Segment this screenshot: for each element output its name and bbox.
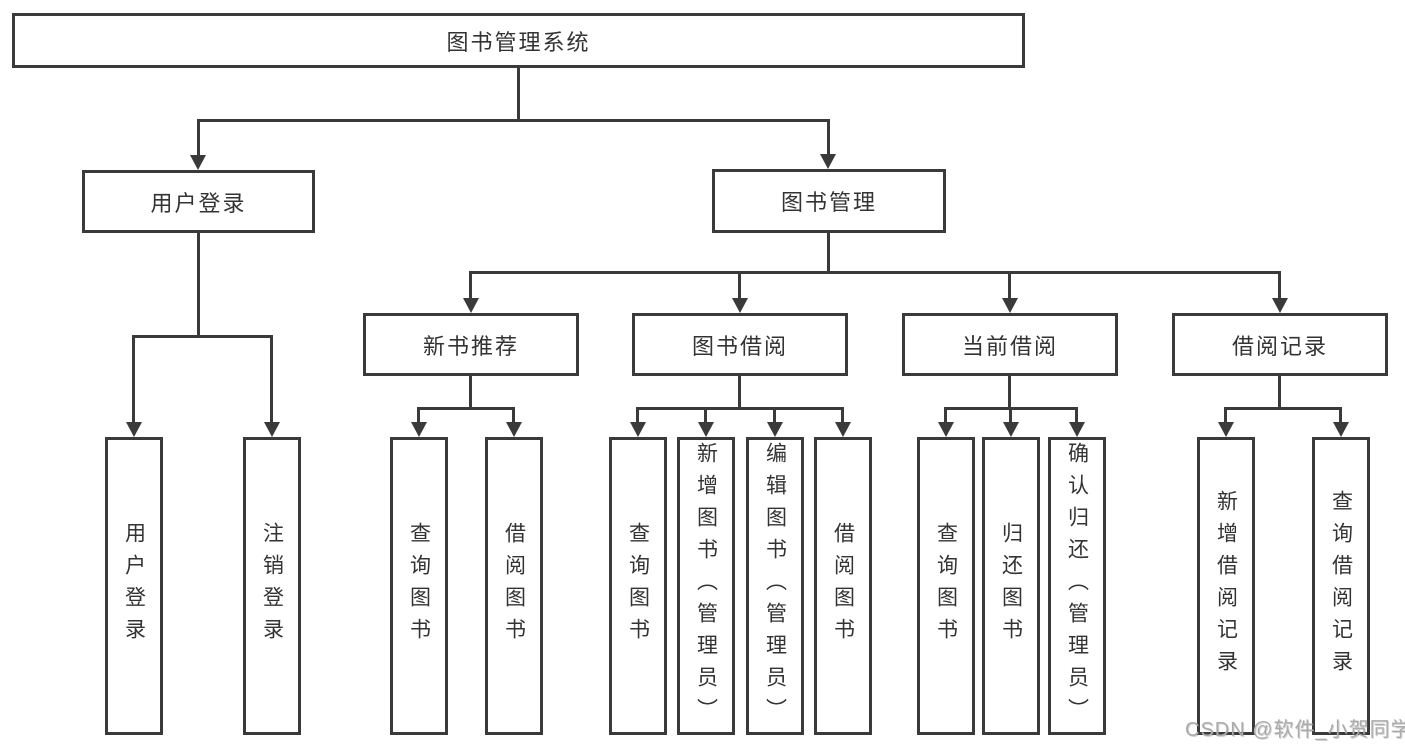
leaf-confirm-return-admin-label: 确认归还（管理员）	[1065, 442, 1089, 730]
edge-new-book-drop	[469, 376, 472, 410]
edge-stub	[636, 407, 639, 424]
leaf-borrow-books-borrowing-label: 借阅图书	[831, 522, 855, 650]
csdn-watermark: CSDN @软件_小贺同学	[1185, 719, 1405, 741]
leaf-edit-books-admin: 编辑图书（管理员）	[746, 437, 804, 735]
leaf-query-books-recommend: 查询图书	[390, 437, 448, 735]
edge-book-management-drop	[827, 233, 830, 274]
leaf-user-login-label: 用户登录	[122, 522, 146, 650]
edge-user-login-rail	[132, 335, 273, 338]
leaf-query-books-borrowing: 查询图书	[609, 437, 667, 735]
node-book-borrowing: 图书借阅	[632, 313, 848, 376]
leaf-return-books: 归还图书	[982, 437, 1040, 735]
arrow-down-icon	[506, 422, 522, 437]
leaf-borrow-books-recommend-label: 借阅图书	[502, 522, 526, 650]
edge-stub	[1075, 407, 1078, 424]
arrow-down-icon	[835, 422, 851, 437]
node-user-login: 用户登录	[82, 170, 315, 233]
edge-root-to-user-login	[197, 119, 200, 157]
edge-to-leaf-logout	[270, 335, 273, 424]
edge-root-drop	[517, 68, 520, 122]
node-book-management-label: 图书管理	[780, 190, 877, 215]
edge-stub	[841, 407, 844, 424]
arrow-down-icon	[1333, 422, 1349, 437]
arrow-down-icon	[767, 422, 783, 437]
arrow-down-icon	[1272, 298, 1288, 313]
edge-stub	[773, 407, 776, 424]
edge-user-login-drop	[197, 233, 200, 338]
edge-to-borrow-records	[1278, 271, 1281, 300]
leaf-borrow-books-borrowing: 借阅图书	[814, 437, 872, 735]
arrow-down-icon	[1218, 422, 1234, 437]
edge-book-management-rail	[469, 271, 1281, 274]
arrow-down-icon	[1002, 298, 1018, 313]
node-user-login-label: 用户登录	[150, 190, 247, 216]
arrow-down-icon	[630, 422, 646, 437]
edge-borrow-records-drop	[1278, 376, 1281, 410]
leaf-add-books-admin: 新增图书（管理员）	[677, 437, 735, 735]
edge-to-book-borrowing	[738, 271, 741, 300]
edge-stub	[417, 407, 420, 424]
node-book-management: 图书管理	[712, 169, 946, 233]
node-new-book-recommend: 新书推荐	[363, 313, 579, 376]
leaf-add-books-admin-label: 新增图书（管理员）	[694, 442, 718, 730]
node-new-book-recommend-label: 新书推荐	[422, 333, 519, 359]
edge-stub	[1224, 407, 1227, 424]
arrow-down-icon	[190, 155, 206, 170]
leaf-query-borrow-record: 查询借阅记录	[1312, 437, 1370, 735]
node-borrow-records-label: 借阅记录	[1231, 333, 1328, 359]
edge-root-to-book-management	[827, 119, 830, 156]
edge-book-borrowing-drop	[738, 376, 741, 410]
edge-stub	[944, 407, 947, 424]
leaf-confirm-return-admin: 确认归还（管理员）	[1048, 437, 1106, 735]
node-current-borrowing-label: 当前借阅	[961, 333, 1058, 359]
node-library-system-label: 图书管理系统	[446, 29, 591, 55]
edge-book-borrowing-rail	[636, 407, 844, 410]
leaf-add-borrow-record-label: 新增借阅记录	[1214, 490, 1238, 682]
arrow-down-icon	[1069, 422, 1085, 437]
arrow-down-icon	[938, 422, 954, 437]
node-borrow-records: 借阅记录	[1172, 313, 1388, 376]
arrow-down-icon	[732, 298, 748, 313]
leaf-query-books-borrowing-label: 查询图书	[626, 522, 650, 650]
leaf-add-borrow-record: 新增借阅记录	[1197, 437, 1255, 735]
edge-borrow-records-rail	[1224, 407, 1342, 410]
arrow-down-icon	[463, 298, 479, 313]
edge-to-current-borrowing	[1008, 271, 1011, 300]
leaf-logout-label: 注销登录	[260, 522, 284, 650]
arrow-down-icon	[1003, 422, 1019, 437]
arrow-down-icon	[411, 422, 427, 437]
node-current-borrowing: 当前借阅	[902, 313, 1118, 376]
leaf-edit-books-admin-label: 编辑图书（管理员）	[763, 442, 787, 730]
edge-stub	[1339, 407, 1342, 424]
leaf-query-books-current: 查询图书	[917, 437, 975, 735]
edge-root-rail	[197, 119, 830, 122]
arrow-down-icon	[698, 422, 714, 437]
leaf-user-login: 用户登录	[105, 437, 163, 735]
node-library-system: 图书管理系统	[12, 13, 1025, 68]
leaf-query-books-recommend-label: 查询图书	[407, 522, 431, 650]
leaf-query-borrow-record-label: 查询借阅记录	[1329, 490, 1353, 682]
leaf-return-books-label: 归还图书	[999, 522, 1023, 650]
leaf-logout: 注销登录	[243, 437, 301, 735]
arrow-down-icon	[126, 422, 142, 437]
edge-stub	[704, 407, 707, 424]
edge-to-new-book-recommend	[469, 271, 472, 300]
edge-new-book-rail	[417, 407, 515, 410]
arrow-down-icon	[820, 154, 836, 169]
node-book-borrowing-label: 图书借阅	[691, 333, 788, 359]
leaf-borrow-books-recommend: 借阅图书	[485, 437, 543, 735]
leaf-query-books-current-label: 查询图书	[934, 522, 958, 650]
edge-stub	[512, 407, 515, 424]
edge-to-leaf-user-login	[132, 335, 135, 424]
edge-stub	[1009, 407, 1012, 424]
edge-current-borrowing-drop	[1008, 376, 1011, 410]
arrow-down-icon	[264, 422, 280, 437]
